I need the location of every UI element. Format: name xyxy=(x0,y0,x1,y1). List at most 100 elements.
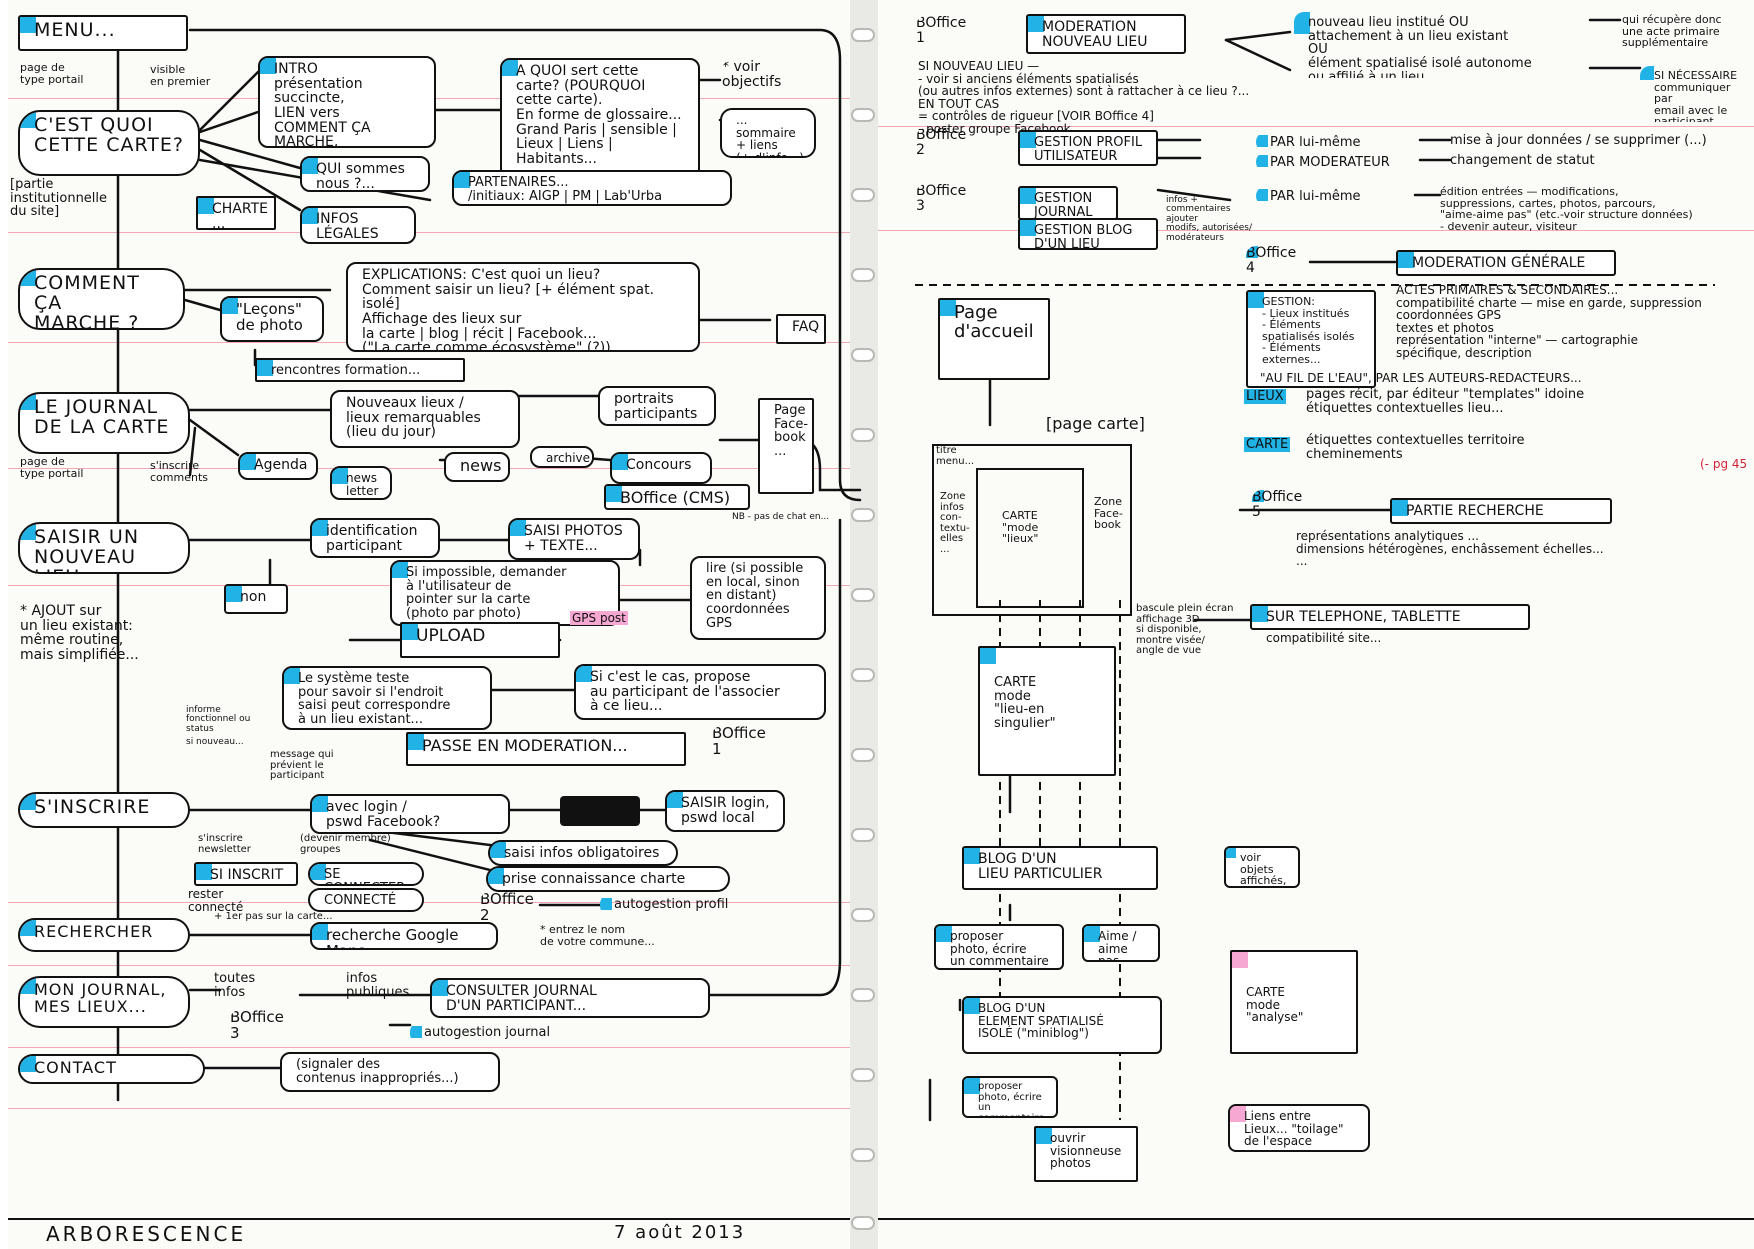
node-par-lui-meme-2[interactable]: PAR lui-même xyxy=(1256,186,1416,206)
node-autogestion-profil[interactable]: autogestion profil xyxy=(600,894,770,916)
node-saisi-infos[interactable]: saisi infos obligatoires xyxy=(488,840,678,866)
node-gestion-profil[interactable]: GESTION PROFIL UTILISATEUR xyxy=(1018,130,1158,166)
node-mon-journal[interactable]: MON JOURNAL, MES LIEUX... xyxy=(18,976,190,1028)
node-se-connecter[interactable]: SE CONNECTER xyxy=(308,862,424,886)
node-ouvrir-visionneuse[interactable]: ouvrir visionneuse photos xyxy=(1034,1126,1138,1182)
node-upload[interactable]: UPLOAD xyxy=(400,622,560,658)
highlight-mark xyxy=(312,520,328,536)
node-aime[interactable]: Aime / aime pas xyxy=(1082,924,1160,962)
node-label: CONNECTÉ xyxy=(324,893,397,908)
node-qui-sommes[interactable]: QUI sommes nous ?... xyxy=(300,156,430,192)
node-sur-telephone[interactable]: SUR TELEPHONE, TABLETTE xyxy=(1250,604,1530,630)
binding-ring xyxy=(851,828,875,842)
node-identification[interactable]: identification participant xyxy=(310,518,440,558)
node-label: lire (si possible en local, sinon en dis… xyxy=(706,561,804,631)
right-boffice-3[interactable]: BOffice 3 xyxy=(916,184,980,224)
node-intro[interactable]: INTRO présentation succincte, LIEN vers … xyxy=(258,56,436,148)
node-comment-ca-marche[interactable]: COMMENT ÇA MARCHE ? xyxy=(18,268,185,330)
node-carte-singulier[interactable]: CARTE mode "lieu-en singulier" xyxy=(978,646,1116,776)
node-saisir-login[interactable]: SAISIR login, pswd local xyxy=(665,790,785,832)
node-newsletter[interactable]: news letter xyxy=(330,466,392,500)
node-rechercher[interactable]: RECHERCHER xyxy=(18,918,190,952)
node-infos-legales[interactable]: INFOS LÉGALES xyxy=(300,206,416,244)
node-si-inscrit[interactable]: SI INSCRIT xyxy=(194,862,298,886)
node-partie-recherche[interactable]: PARTIE RECHERCHE xyxy=(1390,498,1612,524)
node-voir-objets[interactable]: voir objets affichés, à voir... xyxy=(1224,846,1300,888)
node-label: CONSULTER JOURNAL D'UN PARTICIPANT... xyxy=(446,983,597,1014)
ruled-line xyxy=(8,902,850,903)
right-boffice-5[interactable]: BOffice 5 xyxy=(1252,490,1312,530)
node-label: MODERATION GÉNÉRALE xyxy=(1412,255,1586,271)
node-si-cest-le-cas[interactable]: Si c'est le cas, propose au participant … xyxy=(574,664,826,720)
node-passe-moderation[interactable]: PASSE EN MODERATION... xyxy=(406,732,686,766)
node-systeme-teste[interactable]: Le système teste pour savoir si l'endroi… xyxy=(282,666,492,730)
node-a-quoi[interactable]: A QUOI sert cette carte? (POURQUOI cette… xyxy=(500,58,700,182)
node-moderation-generale[interactable]: MODERATION GÉNÉRALE xyxy=(1396,250,1616,276)
node-blog-lieu[interactable]: BLOG D'UN LIEU PARTICULIER xyxy=(962,846,1158,890)
node-label: GESTION: - Lieux institués - Éléments sp… xyxy=(1262,295,1355,366)
node-prise-connaissance[interactable]: prise connaissance charte xyxy=(486,866,730,892)
highlight-mark xyxy=(964,1078,980,1094)
node-nouveaux-lieux[interactable]: Nouveaux lieux / lieux remarquables (lie… xyxy=(330,390,520,448)
node-nouveau-lieu-options[interactable]: nouveau lieu institué OU attachement à u… xyxy=(1294,12,1594,78)
node-par-lui-meme-1[interactable]: PAR lui-même xyxy=(1256,132,1420,152)
node-signaler[interactable]: (signaler des contenus inappropriés...) xyxy=(280,1052,500,1092)
right-boffice-1[interactable]: BOffice 1 xyxy=(916,16,980,56)
node-si-necessaire[interactable]: SI NÉCESSAIRE communiquer par email avec… xyxy=(1640,66,1752,122)
node-lire-gps[interactable]: lire (si possible en local, sinon en dis… xyxy=(690,556,826,640)
node-partenaires[interactable]: PARTENAIRES... /initiaux: AIGP | PM | La… xyxy=(452,170,732,206)
node-liens-entre[interactable]: Liens entre Lieux... "toilage" de l'espa… xyxy=(1228,1104,1370,1152)
node-boffice-cms[interactable]: BOffice (CMS) xyxy=(604,484,750,510)
node-agenda[interactable]: Agenda xyxy=(238,452,318,480)
node-non[interactable]: non xyxy=(224,584,288,614)
node-gestion-blog[interactable]: GESTION BLOG D'UN LIEU xyxy=(1018,218,1158,250)
node-diamond-decision[interactable] xyxy=(560,796,640,826)
node-label: INTRO présentation succincte, LIEN vers … xyxy=(274,61,371,148)
right-boffice-4[interactable]: BOffice 4 xyxy=(1246,246,1310,286)
node-sommaire[interactable]: ... sommaire + liens (+ d'info...) xyxy=(720,108,816,158)
node-moderation-nouveau[interactable]: MODERATION NOUVEAU LIEU xyxy=(1026,14,1186,54)
node-blog-element[interactable]: BLOG D'UN ELEMENT SPATIALISÉ ISOLÉ ("min… xyxy=(962,996,1162,1054)
node-connecte[interactable]: CONNECTÉ xyxy=(308,888,424,912)
node-page-accueil[interactable]: Page d'accueil xyxy=(938,298,1050,380)
node-gestion-journal[interactable]: GESTION JOURNAL xyxy=(1018,186,1118,220)
node-recherche-google[interactable]: recherche Google Maps xyxy=(310,922,498,950)
node-rencontres[interactable]: rencontres formation... xyxy=(255,358,465,382)
menu-node[interactable]: MENU... xyxy=(18,15,188,51)
node-proposer-1[interactable]: proposer photo, écrire un commentaire xyxy=(934,924,1064,970)
node-saisir-lieu[interactable]: SAISIR UN NOUVEAU LIEU xyxy=(18,522,190,574)
node-concours[interactable]: Concours xyxy=(610,452,712,484)
node-label: BLOG D'UN ELEMENT SPATIALISÉ ISOLÉ ("min… xyxy=(978,1001,1104,1041)
node-lecons-photo[interactable]: "Leçons" de photo xyxy=(220,296,324,342)
node-cest-quoi[interactable]: C'EST QUOI CETTE CARTE? xyxy=(18,110,200,176)
note-lieux-chip: LIEUX xyxy=(1244,389,1286,404)
node-proposer-2[interactable]: proposer photo, écrire un commentaire xyxy=(962,1076,1058,1118)
node-journal-carte[interactable]: LE JOURNAL DE LA CARTE xyxy=(18,392,190,454)
node-si-impossible[interactable]: Si impossible, demander à l'utilisateur … xyxy=(390,560,620,626)
node-par-moderateur[interactable]: PAR MODERATEUR xyxy=(1256,152,1420,172)
node-sinscrire[interactable]: S'INSCRIRE xyxy=(18,792,190,828)
node-explications[interactable]: EXPLICATIONS: C'est quoi un lieu? Commen… xyxy=(346,262,700,352)
highlight-mark xyxy=(1232,952,1248,968)
node-archive[interactable]: archive xyxy=(530,446,594,468)
node-carte-analyse[interactable]: CARTE mode "analyse" xyxy=(1230,950,1358,1054)
node-portraits[interactable]: portraits participants xyxy=(598,386,716,426)
node-boffice-2[interactable]: BOffice 2 xyxy=(480,892,560,928)
node-voir-objectifs[interactable]: * voir objectifs xyxy=(722,60,792,100)
node-news[interactable]: news xyxy=(444,452,510,482)
node-label: A QUOI sert cette carte? (POURQUOI cette… xyxy=(516,63,682,168)
highlight-mark xyxy=(502,60,518,76)
node-charte[interactable]: CHARTE ... xyxy=(196,196,276,230)
node-boffice-3[interactable]: BOffice 3 xyxy=(230,1010,310,1050)
node-faq[interactable]: FAQ xyxy=(776,314,826,344)
node-gestion-list[interactable]: GESTION: - Lieux institués - Éléments sp… xyxy=(1246,290,1376,388)
node-avec-login[interactable]: avec login / pswd Facebook? xyxy=(310,794,510,834)
node-saisi-photos[interactable]: SAISI PHOTOS + TEXTE... xyxy=(508,518,640,560)
node-boffice-1[interactable]: BOffice 1 xyxy=(712,726,782,766)
right-boffice-2[interactable]: BOffice 2 xyxy=(916,128,980,168)
node-contact[interactable]: CONTACT xyxy=(18,1054,205,1084)
node-page-facebook[interactable]: Page Face- book ... xyxy=(758,398,814,494)
highlight-mark xyxy=(1392,500,1408,516)
node-autogestion-journal[interactable]: autogestion journal xyxy=(410,1022,600,1044)
node-consulter-journal[interactable]: CONSULTER JOURNAL D'UN PARTICIPANT... xyxy=(430,978,710,1018)
